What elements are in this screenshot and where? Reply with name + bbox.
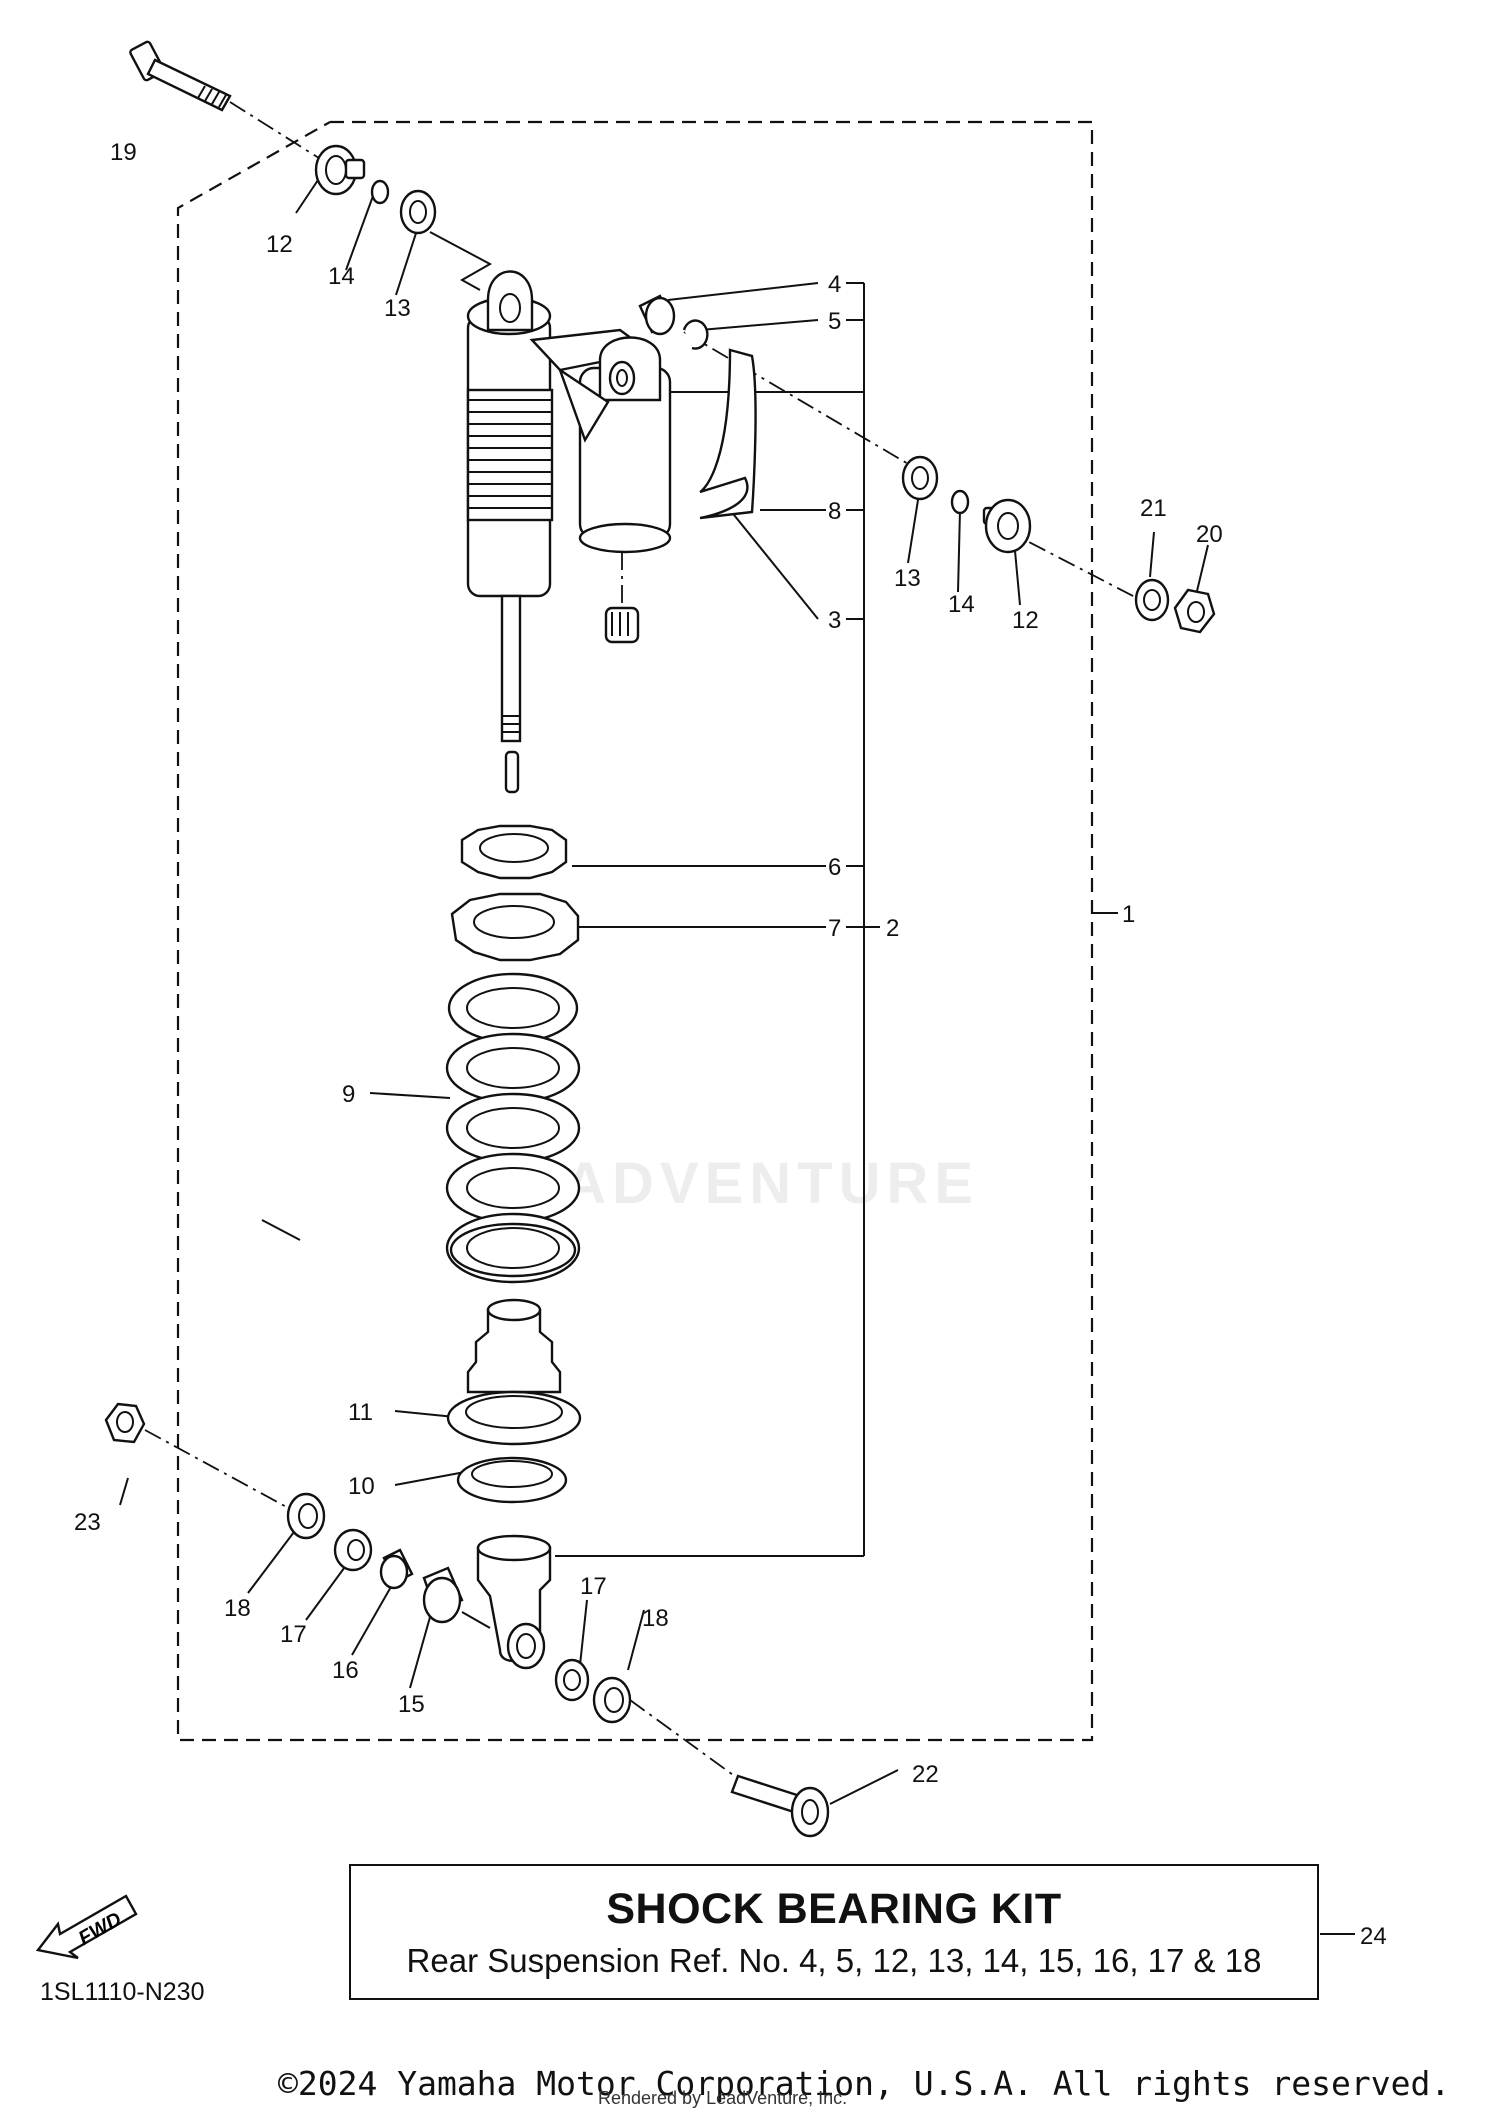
valve-cap-3 [604, 606, 640, 644]
callout-7: 7 [828, 915, 841, 942]
callout-17-right: 17 [580, 1573, 607, 1600]
callout-10: 10 [348, 1473, 375, 1500]
callout-2: 2 [886, 915, 899, 942]
rendered-by-notice: Rendered by LeadVenture, Inc. [598, 2088, 848, 2108]
bolt-22 [730, 1774, 830, 1838]
spring-9-inner [466, 987, 560, 1269]
callout-21: 21 [1140, 495, 1167, 522]
callout-6: 6 [828, 854, 841, 881]
washer-18-right [592, 1676, 632, 1724]
forward-arrow-icon: FWD [36, 1894, 138, 1960]
callout-23: 23 [74, 1509, 101, 1536]
collar-4 [638, 294, 676, 336]
washer-21 [1134, 578, 1170, 622]
callout-13-right: 13 [894, 565, 921, 592]
reservoir [557, 336, 672, 554]
washer-13-right [901, 455, 939, 501]
callout-24: 24 [1360, 1923, 1387, 1950]
spring-9 [445, 972, 581, 1284]
callout-15: 15 [398, 1691, 425, 1718]
bushing-16 [379, 1548, 414, 1590]
callout-14-top: 14 [328, 263, 355, 290]
collar-17-left [333, 1528, 373, 1572]
shock-body [429, 231, 653, 743]
rod-pin [504, 750, 520, 794]
callout-17-left: 17 [280, 1621, 307, 1648]
callout-4: 4 [828, 271, 841, 298]
bump-stop [466, 1298, 562, 1394]
kit-subtitle: Rear Suspension Ref. No. 4, 5, 12, 13, 1… [406, 1941, 1262, 1979]
callout-8: 8 [828, 498, 841, 525]
callout-12-right: 12 [1012, 607, 1039, 634]
callout-12-top: 12 [266, 231, 293, 258]
callout-18-right: 18 [642, 1605, 669, 1632]
callout-22: 22 [912, 1761, 939, 1788]
diagram-code: 1SL1110-N230 [40, 1978, 205, 2006]
nut-23 [104, 1402, 146, 1444]
group-2-bracket [555, 282, 1355, 1935]
spring-seat-stopper-10 [456, 1456, 568, 1504]
shock-bearing-kit-box: SHOCK BEARING KIT Rear Suspension Ref. N… [349, 1864, 1319, 2000]
washer-18-left [286, 1492, 326, 1540]
kit-title: SHOCK BEARING KIT [606, 1884, 1062, 1933]
collar-17-right [554, 1658, 590, 1702]
reservoir-band-8 [699, 348, 757, 520]
callout-13-top: 13 [384, 295, 411, 322]
adjuster-nut-6 [460, 824, 568, 880]
circlip-5 [682, 319, 709, 350]
nut-20 [1173, 588, 1216, 634]
callout-20: 20 [1196, 521, 1223, 548]
collar-12-right [982, 498, 1032, 554]
callout-9: 9 [342, 1081, 355, 1108]
copyright-notice: ©2024 Yamaha Motor Corporation, U.S.A. A… [278, 2064, 1451, 2103]
callout-11: 11 [348, 1399, 373, 1426]
washer-13-top [399, 189, 437, 235]
callout-3: 3 [828, 607, 841, 634]
oring-14-right [950, 489, 970, 515]
callout-18-left: 18 [224, 1595, 251, 1622]
callout-16: 16 [332, 1657, 359, 1684]
callout-14-right: 14 [948, 591, 975, 618]
lower-clevis [476, 1534, 552, 1670]
oring-14-top [370, 179, 390, 205]
callout-1: 1 [1122, 901, 1135, 928]
bolt-19 [129, 40, 232, 112]
callout-labels: 1 2 3 4 5 6 7 8 9 10 11 12 12 13 13 14 1… [74, 139, 1387, 1950]
spring-seat-11 [446, 1390, 582, 1446]
axis-lines [144, 101, 1161, 1781]
bearing-15 [422, 1566, 491, 1629]
collar-12-top [314, 144, 366, 196]
locknut-7 [450, 892, 580, 962]
callout-5: 5 [828, 308, 841, 335]
callout-19: 19 [110, 139, 137, 166]
